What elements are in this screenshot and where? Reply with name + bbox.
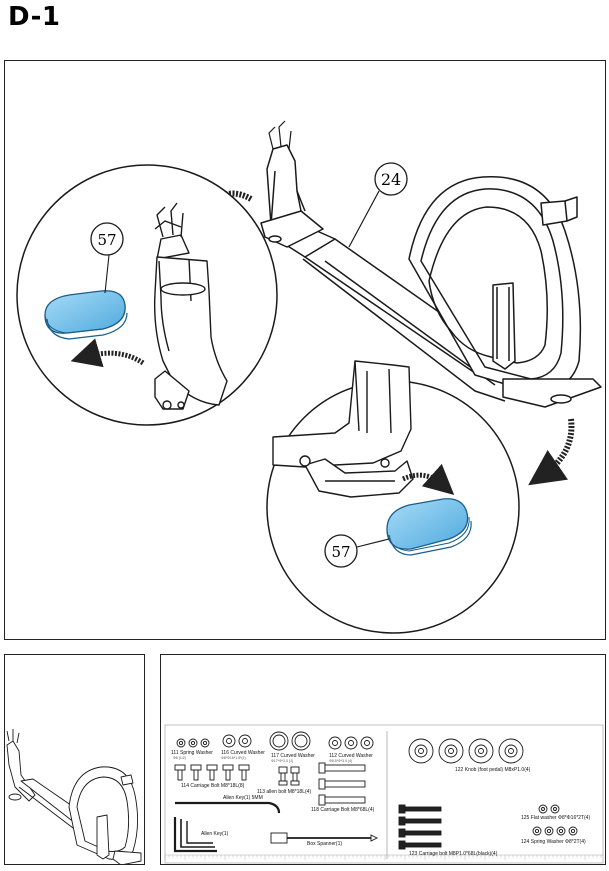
hw-label: 114 Carriage Bolt M8*18L(8)	[181, 783, 245, 789]
curved-arrow-icon	[70, 338, 145, 368]
detail-circle-left: 57	[16, 164, 278, 426]
hw-label: 116 Curved Washer	[221, 750, 265, 756]
hw-sublabel: Φ8*Φ16*1.5*(2)	[221, 756, 246, 760]
knob-icon	[408, 738, 524, 764]
step-title: D-1	[8, 2, 61, 32]
hw-label: 118 Carriage Bolt M8*68L(4)	[311, 807, 375, 813]
hw-label: Allen Key(1)	[201, 831, 229, 837]
hw-label: 123 Carriage bolt M8P1.0*68L(black)(4)	[409, 851, 498, 857]
allen-bolt-icon	[278, 766, 300, 786]
hw-label: 112 Curved Washer	[329, 753, 373, 759]
hw-label: 124 Spring Washer Φ8*2T(4)	[521, 839, 586, 845]
black-bolt-icon	[398, 804, 442, 850]
hw-label: 113 allen bolt M8*18L(4)	[257, 789, 312, 795]
box-spanner-icon	[270, 832, 288, 844]
hw-sublabel: Φ8 (1/2)	[173, 756, 186, 760]
detail-circle-right: 57	[266, 360, 520, 634]
end-cap-icon	[44, 290, 128, 340]
callout-24-label: 24	[381, 170, 401, 189]
callout-24: 24	[348, 162, 408, 248]
hw-label: 125 Flat washer Φ8*Φ16*2T(4)	[521, 815, 591, 821]
ruler-scale	[164, 854, 603, 860]
hw-label: 122 Knob (foot pedal) M8xP1.0(4)	[455, 767, 531, 773]
curved-arrow-icon	[401, 463, 455, 495]
long-bolt-icon	[318, 762, 366, 806]
allen-key-icon	[175, 801, 281, 814]
hw-label: Box Spanner(1)	[307, 841, 343, 847]
hardware-illustration	[164, 724, 604, 864]
hw-label: Allen Key(1) 5MM	[223, 795, 263, 801]
end-cap-icon	[386, 498, 472, 556]
callout-57-right-label: 57	[331, 543, 350, 561]
hardware-pack-panel: 111 Spring Washer Φ8 (1/2) 116 Curved Wa…	[160, 654, 606, 865]
carriage-bolt-icon	[174, 764, 250, 781]
curved-arrow-icon	[528, 418, 575, 486]
main-illustration-panel: 24	[4, 60, 606, 640]
callout-57-left-label: 57	[97, 231, 116, 249]
overview-thumbnail-panel	[4, 654, 145, 865]
assembly-illustration: 24	[16, 120, 602, 634]
frame-rail	[260, 120, 602, 408]
hw-sublabel: Φ17*Φ*2.0 (2)	[271, 759, 294, 763]
hw-label: 117 Curved Washer	[271, 753, 315, 759]
hw-sublabel: Φ8.5*Φ*3.0 (4)	[329, 759, 353, 763]
hw-label: 111 Spring Washer	[171, 750, 213, 756]
overview-thumbnail	[6, 729, 142, 864]
allen-key-icon	[173, 817, 217, 853]
